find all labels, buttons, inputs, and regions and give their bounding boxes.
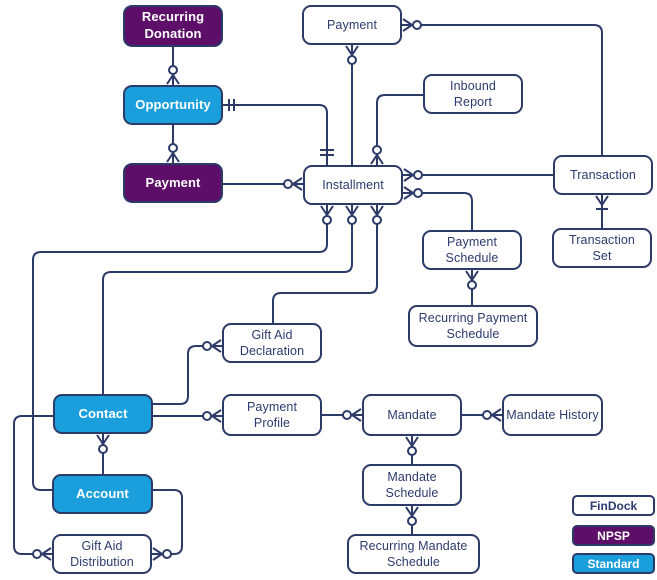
node-transaction: Transaction bbox=[553, 155, 653, 195]
connector-opportunity-installment bbox=[223, 99, 334, 165]
node-payment: Payment bbox=[302, 5, 402, 45]
connector-payment-npsp-installment bbox=[223, 177, 303, 191]
node-mandate-history: Mandate History bbox=[502, 394, 603, 436]
node-recurring-mandate-schedule: Recurring Mandate Schedule bbox=[347, 534, 480, 574]
node-account: Account bbox=[52, 474, 153, 514]
node-recurring-donation: Recurring Donation bbox=[123, 5, 223, 47]
connector-contact-account bbox=[96, 434, 110, 474]
connector-contact-payment-profile bbox=[153, 409, 222, 423]
connector-account-gift-aid-distribution bbox=[152, 489, 183, 561]
node-transaction-set: Transaction Set bbox=[552, 228, 652, 268]
connector-transaction-transaction-set bbox=[595, 195, 609, 228]
legend-item-findock: FinDock bbox=[572, 495, 655, 516]
connector-recurring-donation-opportunity bbox=[166, 47, 180, 85]
node-contact: Contact bbox=[53, 394, 153, 434]
connector-opportunity-payment-npsp bbox=[166, 125, 180, 163]
connector-contact-gift-aid-distribution bbox=[13, 415, 53, 561]
node-installment: Installment bbox=[303, 165, 403, 205]
node-opportunity: Opportunity bbox=[123, 85, 223, 125]
connector-payment-profile-mandate bbox=[322, 408, 362, 422]
node-payment-profile: Payment Profile bbox=[222, 394, 322, 436]
connector-payment-schedule-recurring-payment-schedule bbox=[465, 270, 479, 305]
connector-installment-contact bbox=[102, 205, 359, 394]
connector-installment-account bbox=[32, 205, 334, 491]
connector-installment-transaction bbox=[403, 168, 553, 182]
legend-item-npsp: NPSP bbox=[572, 525, 655, 546]
connector-mandate-schedule-recurring-mandate-schedule bbox=[405, 506, 419, 534]
node-payment-npsp: Payment bbox=[123, 163, 223, 203]
node-payment-schedule: Payment Schedule bbox=[422, 230, 522, 270]
connector-mandate-mandate-schedule bbox=[405, 436, 419, 464]
connector-payment-transaction bbox=[402, 18, 603, 155]
node-gift-aid-distribution: Gift Aid Distribution bbox=[52, 534, 152, 574]
connector-installment-payment-schedule bbox=[403, 186, 473, 230]
connector-installment-gift-aid-declaration bbox=[272, 205, 384, 323]
node-gift-aid-declaration: Gift Aid Declaration bbox=[222, 323, 322, 363]
node-inbound-report: Inbound Report bbox=[423, 74, 523, 114]
node-recurring-payment-schedule: Recurring Payment Schedule bbox=[408, 305, 538, 347]
connector-contact-gift-aid-declaration bbox=[153, 339, 222, 405]
node-mandate-schedule: Mandate Schedule bbox=[362, 464, 462, 506]
connector-payment-installment bbox=[345, 45, 359, 165]
connector-inbound-report-installment bbox=[370, 94, 423, 165]
node-mandate: Mandate bbox=[362, 394, 462, 436]
connector-mandate-mandate-history bbox=[462, 408, 502, 422]
legend-item-standard: Standard bbox=[572, 553, 655, 574]
